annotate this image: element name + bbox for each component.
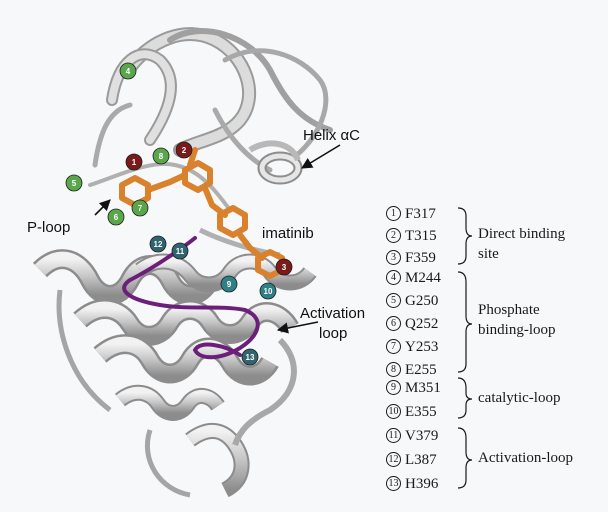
legend-number-badge: 7 [386,339,401,355]
activation-loop-trace [122,236,260,360]
legend-braces [457,207,473,489]
residue-sphere-11 [171,242,189,260]
residue-sphere-label: 3 [282,263,287,272]
residue-sphere-label: 10 [264,287,273,296]
legend-number-badge: 9 [386,380,401,396]
residue-sphere-7 [131,199,149,217]
legend-group-label: site [478,246,499,262]
legend-number-badge: 1 [386,206,401,222]
residue-sphere-6 [107,208,125,226]
legend-number-badge: 6 [386,316,401,332]
p-loop-label: P-loop [27,219,70,236]
residue-sphere-label: 9 [227,280,232,289]
legend-number-badge: 11 [386,428,401,444]
residue-sphere-1 [125,153,143,171]
label-arrows [94,144,341,334]
legend-residue: T315 [405,228,437,244]
residue-sphere-5 [65,174,83,192]
residue-sphere-4 [119,62,137,80]
legend-number-badge: 10 [386,404,401,420]
legend-residue: V379 [405,428,439,444]
residue-sphere-label: 12 [154,240,163,249]
residue-sphere-10 [259,282,277,300]
legend-residue: L387 [405,452,437,468]
legend-residue: M244 [405,270,441,286]
legend-residue: E255 [405,362,437,378]
helix-alpha-c [248,140,303,185]
legend-residue: H396 [405,476,439,492]
residue-sphere-label: 7 [138,204,143,213]
legend-number-badge: 4 [386,270,401,286]
legend-residue: F359 [405,250,436,266]
residue-sphere-12 [149,235,167,253]
helix-alpha-c-label: Helix αC [303,127,360,144]
imatinib-molecule [119,147,285,279]
legend-number-badge: 3 [386,250,401,266]
legend-residue: Q252 [405,316,439,332]
legend-group-label: Phosphate [478,302,540,318]
residue-sphere-2 [175,141,193,159]
residue-sphere-label: 2 [182,146,187,155]
residue-sphere-label: 5 [72,179,77,188]
activation-loop-label-line2: loop [319,325,347,342]
legend-group-label: Direct binding [478,226,566,242]
legend-number-badge: 13 [386,476,401,492]
legend-number-badge: 12 [386,452,401,468]
residue-sphere-label: 1 [132,158,137,167]
legend-residue: E355 [405,404,437,420]
residue-sphere-9 [220,275,238,293]
residue-sphere-label: 6 [114,213,119,222]
legend-residue: G250 [405,293,439,309]
legend-residue: F317 [405,206,436,222]
legend-number-badge: 5 [386,293,401,309]
legend-group-label: binding-loop [478,322,556,338]
activation-loop-label-line1: Activation [300,305,365,322]
legend-number-badge: 8 [386,362,401,378]
residue-sphere-label: 8 [159,152,164,161]
residue-sphere-13 [241,348,259,366]
legend-residue: M351 [405,380,441,396]
legend-residue: Y253 [405,339,439,355]
legend-number-badge: 2 [386,228,401,244]
c-lobe-helices [32,227,317,498]
residue-sphere-3 [275,258,293,276]
residue-sphere-8 [152,147,170,165]
residue-sphere-label: 13 [246,353,255,362]
imatinib-label: imatinib [262,225,314,242]
residue-sphere-label: 4 [126,67,131,76]
legend-group-label: Activation-loop [478,450,573,466]
residue-sphere-label: 11 [176,247,185,256]
legend-group-label: catalytic-loop [478,390,561,406]
